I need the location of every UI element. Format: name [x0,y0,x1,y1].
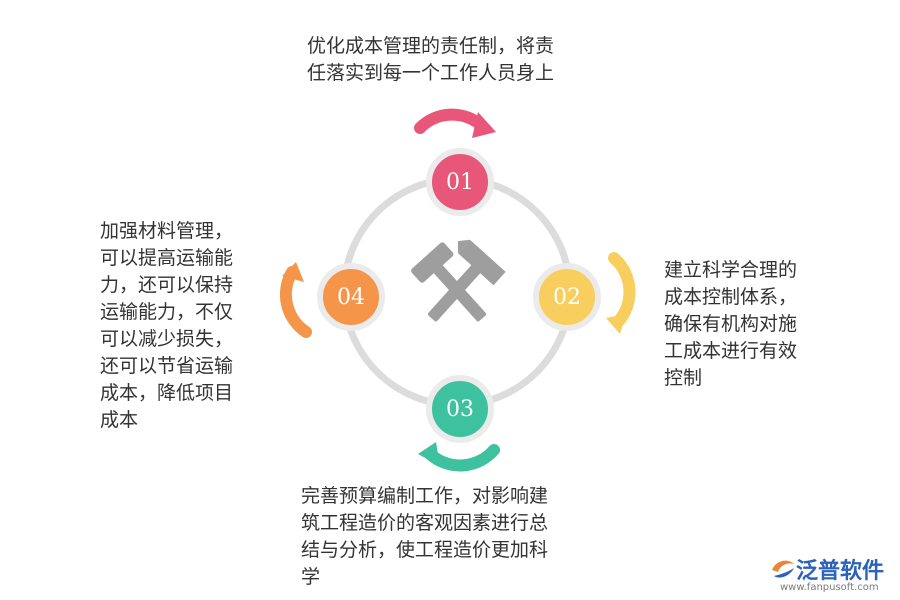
step-number: 01 [446,169,474,195]
brand-name: 泛普软件 [796,559,885,584]
step-text-01: 优化成本管理的责任制，将责 任落实到每一个工作人员身上 [307,35,555,84]
step-number: 03 [446,396,474,422]
step-text-03: 完善预算编制工作，对影响建 筑工程造价的客观因素进行总 结与分析，使工程造价更加… [301,485,549,588]
step-number: 02 [553,284,581,310]
step-text-04: 加强材料管理， 可以提高运输能 力，还可以保持 运输能力，不仅 可以减少损失， … [100,220,234,431]
step-node-03: 03 [426,375,494,443]
arrow-top-icon [414,108,496,138]
crossed-hammers-icon [411,239,506,322]
arrow-left-icon [280,262,312,338]
step-node-02: 02 [533,263,601,331]
step-node-04: 04 [317,263,385,331]
step-node-01: 01 [426,148,494,216]
brand-mark-icon [772,560,794,578]
step-text-02: 建立科学合理的 成本控制体系， 确保有机构对施 工成本进行有效 控制 [664,259,798,389]
arrow-bottom-icon [418,442,500,472]
brand-logo: 泛普软件 [770,553,884,585]
brand-url: www.fanpusoft.com [780,582,879,593]
arrow-right-icon [606,252,636,334]
step-number: 04 [337,284,365,310]
